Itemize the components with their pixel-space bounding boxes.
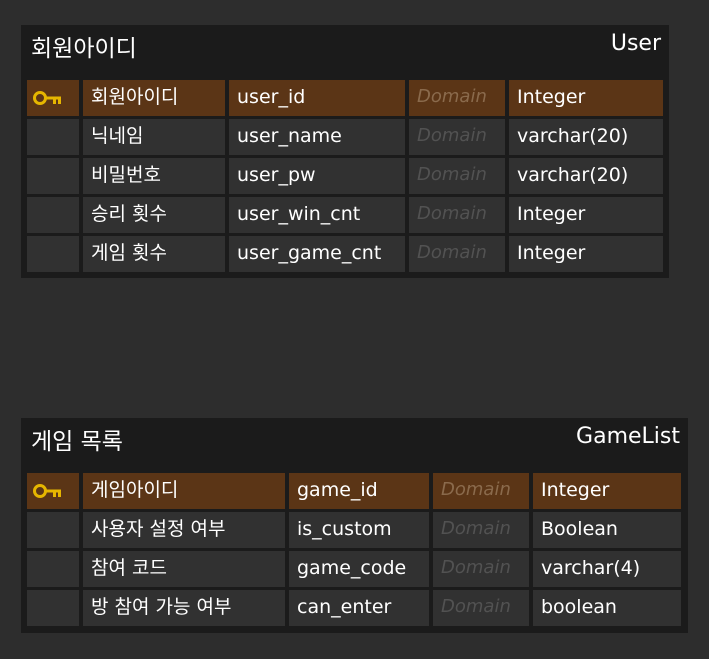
column-physical-name: user_id	[229, 80, 405, 116]
column-logical-name: 참여 코드	[83, 551, 285, 587]
column-domain: Domain	[409, 80, 505, 116]
column-domain: Domain	[433, 512, 529, 548]
key-cell	[27, 80, 79, 116]
column-datatype: Integer	[509, 236, 663, 272]
column-logical-name: 사용자 설정 여부	[83, 512, 285, 548]
column-physical-name: user_game_cnt	[229, 236, 405, 272]
key-cell	[27, 119, 79, 155]
column-datatype: varchar(20)	[509, 158, 663, 194]
column-logical-name: 방 참여 가능 여부	[83, 590, 285, 626]
key-cell	[27, 197, 79, 233]
key-cell	[27, 158, 79, 194]
column-physical-name: can_enter	[289, 590, 429, 626]
column-physical-name: user_name	[229, 119, 405, 155]
column-datatype: Integer	[509, 80, 663, 116]
column-domain: Domain	[409, 236, 505, 272]
entity-physical-name: User	[610, 31, 661, 56]
column-logical-name: 승리 횟수	[83, 197, 225, 233]
key-cell	[27, 512, 79, 548]
key-cell	[27, 236, 79, 272]
column-datatype: varchar(20)	[509, 119, 663, 155]
column-logical-name: 닉네임	[83, 119, 225, 155]
column-physical-name: user_win_cnt	[229, 197, 405, 233]
column-physical-name: is_custom	[289, 512, 429, 548]
key-icon	[33, 484, 61, 498]
key-cell	[27, 590, 79, 626]
column-domain: Domain	[433, 551, 529, 587]
column-domain: Domain	[409, 119, 505, 155]
column-domain: Domain	[433, 473, 529, 509]
column-physical-name: game_id	[289, 473, 429, 509]
column-physical-name: game_code	[289, 551, 429, 587]
column-domain: Domain	[433, 590, 529, 626]
column-logical-name: 회원아이디	[83, 80, 225, 116]
column-datatype: Integer	[533, 473, 681, 509]
column-physical-name: user_pw	[229, 158, 405, 194]
column-domain: Domain	[409, 197, 505, 233]
entity-logical-name: 게임 목록	[31, 429, 123, 455]
column-datatype: varchar(4)	[533, 551, 681, 587]
key-cell	[27, 473, 79, 509]
column-logical-name: 게임아이디	[83, 473, 285, 509]
entity-physical-name: GameList	[576, 424, 680, 449]
entity-user[interactable]: 회원아이디 User 회원아이디 user_id Domain Integer …	[21, 25, 669, 278]
key-icon	[33, 91, 61, 105]
column-datatype: Integer	[509, 197, 663, 233]
column-datatype: boolean	[533, 590, 681, 626]
entity-logical-name: 회원아이디	[31, 36, 137, 62]
column-logical-name: 비밀번호	[83, 158, 225, 194]
key-cell	[27, 551, 79, 587]
column-logical-name: 게임 횟수	[83, 236, 225, 272]
column-datatype: Boolean	[533, 512, 681, 548]
entity-gamelist[interactable]: 게임 목록 GameList 게임아이디 game_id Domain Inte…	[21, 418, 688, 633]
column-domain: Domain	[409, 158, 505, 194]
